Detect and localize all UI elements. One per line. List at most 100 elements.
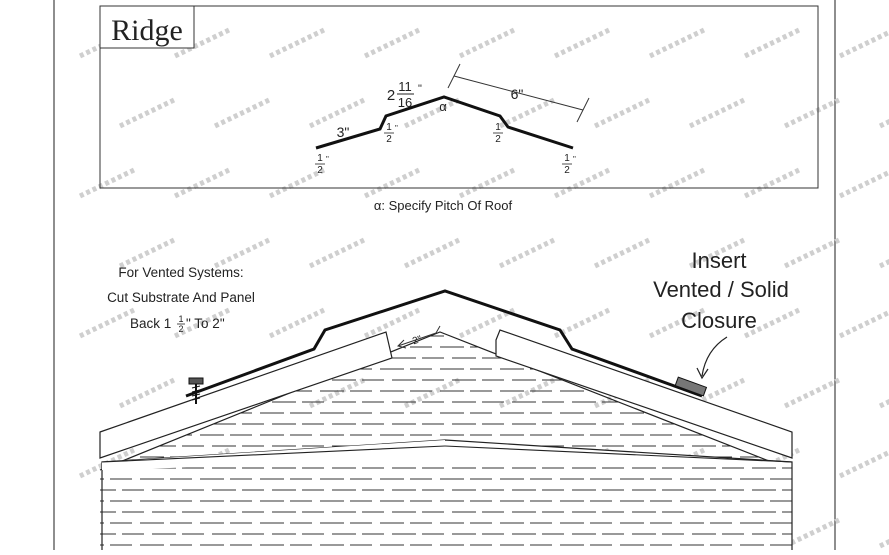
- svg-text:" To 2": " To 2": [186, 316, 225, 331]
- watermark-mark: [783, 517, 841, 549]
- closure-label-line2: Vented / Solid: [653, 277, 789, 302]
- watermark-mark: [878, 118, 889, 129]
- watermark-mark: [648, 307, 706, 339]
- dim-2in-label: 2": [411, 334, 423, 347]
- ridge-profile: [315, 95, 574, 150]
- watermark-mark: [553, 27, 611, 59]
- lower-wall-shingles: [102, 462, 792, 550]
- watermark-mark: [173, 167, 231, 199]
- watermark-mark: [78, 167, 136, 199]
- dim-6-ext-left: [447, 63, 461, 89]
- right-substrate-board: [495, 329, 793, 459]
- pitch-note: α: Specify Pitch Of Roof: [374, 198, 513, 213]
- fastener-screw: [188, 377, 204, 404]
- svg-text:": ": [395, 124, 398, 133]
- dim-2-den: 16: [398, 95, 412, 110]
- watermark-mark: [498, 237, 556, 269]
- watermark-mark: [213, 97, 271, 129]
- svg-text:2: 2: [317, 165, 323, 176]
- svg-text:1: 1: [564, 153, 570, 164]
- svg-text:2: 2: [564, 165, 570, 176]
- watermark-mark: [783, 377, 841, 409]
- half-label-right-step: 1 2: [493, 122, 503, 145]
- watermark-mark: [743, 167, 801, 199]
- watermark-mark: [213, 237, 271, 269]
- svg-text:Back 1: Back 1: [130, 316, 171, 331]
- watermark-mark: [363, 307, 421, 339]
- watermark-mark: [593, 237, 651, 269]
- watermark-mark: [173, 307, 231, 339]
- watermark-mark: [78, 307, 136, 339]
- svg-text:2: 2: [495, 134, 501, 145]
- dim-3-label: 3": [337, 124, 350, 140]
- vent-note-line2: Cut Substrate And Panel: [107, 290, 255, 305]
- vent-note-line1: For Vented Systems:: [118, 265, 243, 280]
- watermark-mark: [118, 97, 176, 129]
- profile-box: [99, 5, 819, 189]
- watermark-mark: [458, 307, 516, 339]
- watermark-mark: [458, 27, 516, 59]
- watermark-mark: [403, 237, 461, 269]
- vent-note-line3: Back 1 1 2 " To 2": [130, 314, 225, 334]
- watermark-mark: [308, 237, 366, 269]
- closure-leader-arrow: [701, 336, 728, 377]
- watermark-mark: [403, 97, 461, 129]
- half-label-left-hem: 1 2 ": [315, 153, 329, 176]
- closure-label-line1: Insert: [691, 248, 746, 273]
- watermark-mark: [688, 97, 746, 129]
- watermark-mark: [783, 97, 841, 129]
- dim-2-num: 11: [398, 79, 412, 94]
- svg-text:1: 1: [495, 122, 501, 133]
- page-title: Ridge: [111, 14, 183, 47]
- watermark-mark: [648, 27, 706, 59]
- svg-text:1: 1: [317, 153, 323, 164]
- title-box: [99, 5, 195, 49]
- dim-6-line: [453, 75, 584, 111]
- roof-deck-top-line: [99, 331, 793, 471]
- watermark-mark: [838, 309, 889, 339]
- half-label-right-hem: 1 2 ": [562, 153, 576, 176]
- watermark-mark: [838, 169, 889, 199]
- closure-label-line3: Closure: [681, 308, 757, 333]
- half-label-left-step: 1 2 ": [384, 122, 398, 145]
- watermark-mark: [268, 27, 326, 59]
- watermark-mark: [268, 307, 326, 339]
- left-substrate-board: [99, 331, 393, 459]
- watermark-mark: [363, 27, 421, 59]
- svg-text:2: 2: [178, 324, 183, 334]
- ridge-cap-installed: [185, 289, 703, 398]
- watermark-mark: [458, 167, 516, 199]
- watermark-mark: [878, 258, 889, 269]
- watermark-mark: [838, 449, 889, 479]
- watermark-mark: [553, 307, 611, 339]
- watermark-mark: [783, 237, 841, 269]
- watermark-mark: [118, 377, 176, 409]
- watermark-mark: [363, 167, 421, 199]
- watermark-mark: [173, 27, 231, 59]
- watermark-mark: [743, 307, 801, 339]
- dim-6-ext-right: [576, 97, 590, 123]
- svg-text:1: 1: [386, 122, 392, 133]
- watermark-mark: [688, 237, 746, 269]
- dim-2in-line: [397, 332, 437, 347]
- watermark-mark: [743, 27, 801, 59]
- watermark-mark: [268, 167, 326, 199]
- dim-2-whole: 2: [387, 87, 395, 104]
- dim-6-label: 6": [511, 86, 524, 102]
- watermark-mark: [118, 237, 176, 269]
- watermark-mark: [648, 167, 706, 199]
- dim-2-unit: ": [418, 83, 422, 95]
- watermark-mark: [593, 97, 651, 129]
- svg-text:": ": [573, 155, 576, 164]
- closure-strip: [674, 376, 708, 397]
- watermark-mark: [308, 97, 366, 129]
- alpha-angle-label: α: [439, 99, 447, 114]
- svg-text:2: 2: [386, 134, 392, 145]
- svg-text:": ": [326, 155, 329, 164]
- watermark-mark: [498, 97, 556, 129]
- watermark-mark: [553, 167, 611, 199]
- watermark-mark: [878, 398, 889, 409]
- watermark-mark: [838, 29, 889, 59]
